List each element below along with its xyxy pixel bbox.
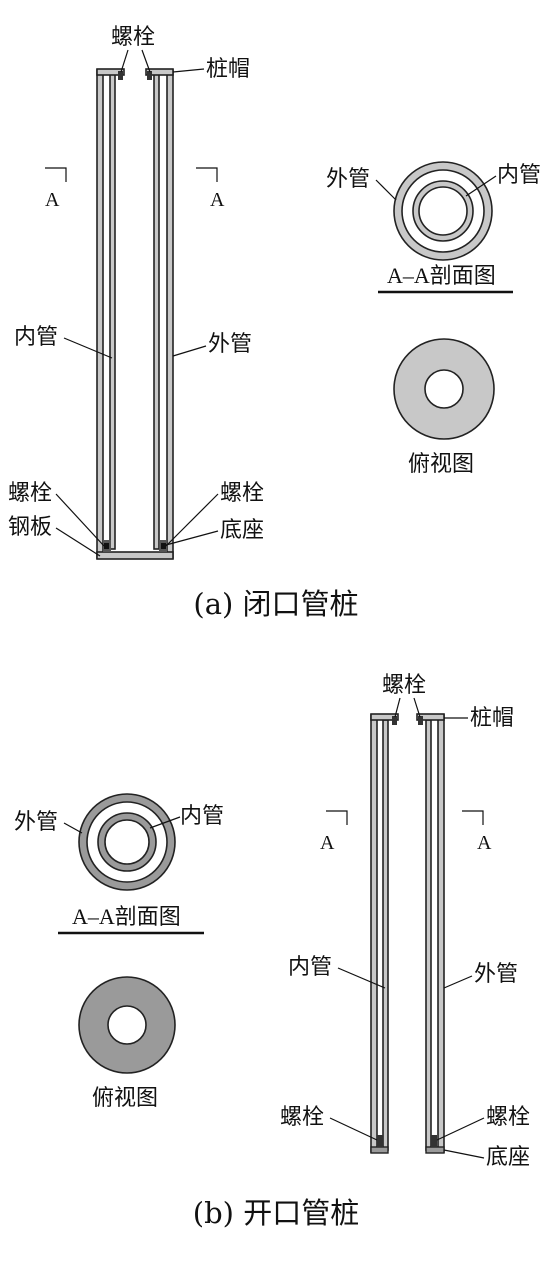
figure-a-label-bolt-bottom-left: 螺栓 (8, 481, 52, 506)
figure-a-leader-bolt-bottom-right (165, 493, 219, 547)
figure-b-section-core (104, 819, 150, 865)
figure-b-section-mark-left-line (326, 810, 348, 825)
figure-b-leader-bolt-bottom-right (436, 1117, 485, 1141)
figure-b-outer-wall-right (437, 714, 445, 1153)
figure-a-bolt-top-right (147, 71, 152, 80)
figure-b-label-bolt-bottom-left: 螺栓 (280, 1105, 324, 1130)
figure-b-section-leader-inner (149, 816, 181, 829)
figure-a-leader-bolt-bottom-left (55, 493, 105, 547)
figure-b-labels: 螺栓 桩帽 内管 外管 螺栓 螺栓 底座 (280, 673, 530, 1170)
figure-b-section-label-outer: 外管 (14, 810, 58, 835)
figure-a-leader-outer-tube (172, 345, 207, 357)
figure-b-section-mark-right: A (477, 832, 492, 854)
figure-a-cross-section: 外管 内管 A–A剖面图 (326, 161, 541, 294)
figure-a-bolt-bottom-right (161, 543, 166, 549)
figure-a-section-core (418, 186, 468, 236)
figure-b-pile-elevation (370, 713, 445, 1154)
figure-b-leader-bolt-top-left (394, 697, 401, 718)
figure-a-leader-inner-tube (63, 337, 113, 359)
figure-b-section-leader-outer (63, 822, 83, 834)
figure-a-label-bolt-bottom-right: 螺栓 (220, 481, 264, 506)
figure-b-leader-inner-tube (337, 967, 386, 989)
figure-a-label-outer-tube: 外管 (208, 332, 252, 357)
figure-a-bolt-bottom-left (104, 543, 109, 549)
figure-a-label-bolt-top: 螺栓 (111, 25, 155, 50)
figure-b-leader-outer-tube (443, 975, 473, 989)
figure-b-base-left (370, 1146, 389, 1154)
figure-a-section-leader-outer (375, 179, 397, 201)
figure-b-cross-section: 外管 内管 A–A剖面图 (14, 793, 224, 935)
figure-a-leader-base (165, 530, 219, 546)
figure-a-inner-wall-left (109, 73, 116, 550)
figure-b-bolt-bottom-right (431, 1135, 437, 1147)
figure-a-pile-elevation (96, 68, 174, 560)
figure-a-steel-plate (96, 551, 174, 560)
figure-b-section-mark-left: A (320, 832, 335, 854)
figure-a-section-mark-left-line (45, 167, 67, 182)
figure-a-leader-bolt-top-right (141, 49, 151, 73)
figure-a-section-title: A–A剖面图 (387, 263, 496, 288)
figure-a-section-mark-left: A (45, 189, 60, 211)
figure-a-top-view: 俯视图 (393, 338, 495, 477)
figure-b-bolt-bottom-left (377, 1135, 383, 1147)
figure-a-leader-steel-plate (55, 527, 101, 557)
figure-a-label-steel-plate: 钢板 (8, 515, 52, 540)
figure-b-label-outer-tube: 外管 (474, 962, 518, 987)
figure-b-bolt-top-right (418, 716, 423, 725)
figure-b-base-right (425, 1146, 445, 1154)
figure-a-leader-cap (172, 68, 205, 73)
figure-b-top-view-hole (107, 1005, 147, 1045)
figure-b-section-mark-right-line (462, 810, 484, 825)
figure-a-top-view-hole (424, 369, 464, 409)
figure-b-outer-wall-left (370, 714, 378, 1153)
figure-b-cap-left (370, 713, 399, 721)
figure-b-leader-bolt-top-right (413, 697, 421, 718)
figure-a-section-leader-inner (465, 175, 497, 197)
figure-a-leader-bolt-top-left (120, 49, 129, 73)
figure-a-section-markers: A A (45, 167, 225, 211)
figure-a: A A 螺栓 桩帽 内管 外管 螺栓 钢板 螺栓 底座 (8, 25, 541, 621)
figure-b-top-view-title: 俯视图 (92, 1086, 158, 1111)
figure-b-inner-wall-left (382, 719, 389, 1151)
figure-b-label-inner-tube: 内管 (288, 955, 332, 980)
figure-a-label-cap: 桩帽 (206, 57, 250, 82)
figure-b-inner-wall-right (425, 719, 432, 1151)
figure-a-cap-left (96, 68, 125, 76)
figure-b-section-title: A–A剖面图 (72, 904, 181, 929)
figure-a-section-label-inner: 内管 (497, 163, 541, 188)
figure-a-caption: (a) 闭口管桩 (193, 587, 358, 621)
figure-a-labels: 螺栓 桩帽 内管 外管 螺栓 钢板 螺栓 底座 (8, 25, 264, 557)
figure-a-label-base: 底座 (220, 518, 264, 543)
figure-b-label-bolt-top: 螺栓 (382, 673, 426, 698)
figure-b-bolt-top-left (392, 716, 397, 725)
figure-b-cap-right (416, 713, 445, 721)
figure-b-top-view: 俯视图 (78, 976, 176, 1111)
figure-a-top-view-title: 俯视图 (408, 452, 474, 477)
figure-b-leader-base (443, 1149, 485, 1159)
figure-b-caption: (b) 开口管桩 (193, 1196, 359, 1230)
figure-b-leader-bolt-bottom-left (329, 1117, 378, 1141)
figure-a-section-mark-right: A (210, 189, 225, 211)
figure-a-outer-wall-left (96, 69, 104, 559)
figure-b-label-cap: 桩帽 (470, 706, 514, 731)
figure-b-section-markers: A A (320, 810, 492, 854)
figure-b-label-bolt-bottom-right: 螺栓 (486, 1105, 530, 1130)
figure-b-section-label-inner: 内管 (180, 804, 224, 829)
figure-a-label-inner-tube: 内管 (14, 325, 58, 350)
figure-a-section-label-outer: 外管 (326, 167, 370, 192)
figure-a-outer-wall-right (166, 69, 174, 559)
figure-a-bolt-top-left (118, 71, 123, 80)
figure-a-inner-wall-right (153, 73, 160, 550)
figure-b-label-base: 底座 (486, 1145, 530, 1170)
figure-b: A A 螺栓 桩帽 内管 外管 螺栓 螺栓 底座 (14, 673, 530, 1230)
figure-a-section-mark-right-line (196, 167, 218, 182)
